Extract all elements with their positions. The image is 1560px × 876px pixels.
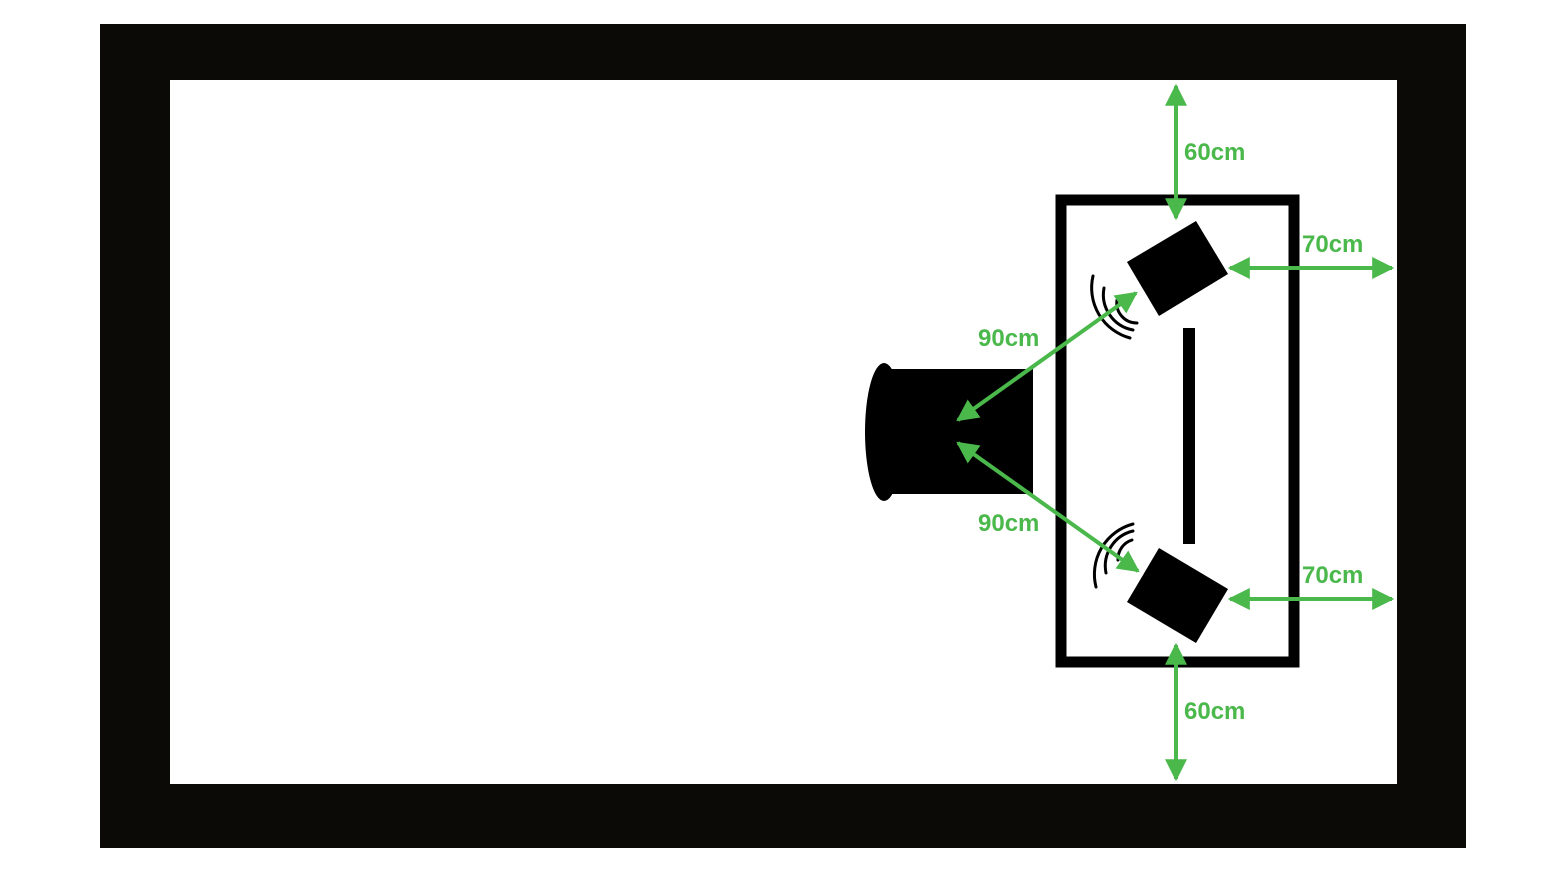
speaker-icon [1127,221,1228,316]
monitor [1183,328,1195,544]
arrow-top-listener [956,291,1138,422]
measurement-arrows [956,83,1395,782]
arrow-bottom-listener [956,441,1140,573]
label-bottom-listener: 90cm [978,510,1039,537]
label-bottom-back-wall: 60cm [1184,698,1245,725]
label-top-side-wall: 70cm [1302,231,1363,258]
label-top-back-wall: 60cm [1184,139,1245,166]
label-top-listener: 90cm [978,325,1039,352]
room-walls [100,24,1466,848]
label-bottom-side-wall: 70cm [1302,562,1363,589]
speaker-icon [1127,548,1228,643]
